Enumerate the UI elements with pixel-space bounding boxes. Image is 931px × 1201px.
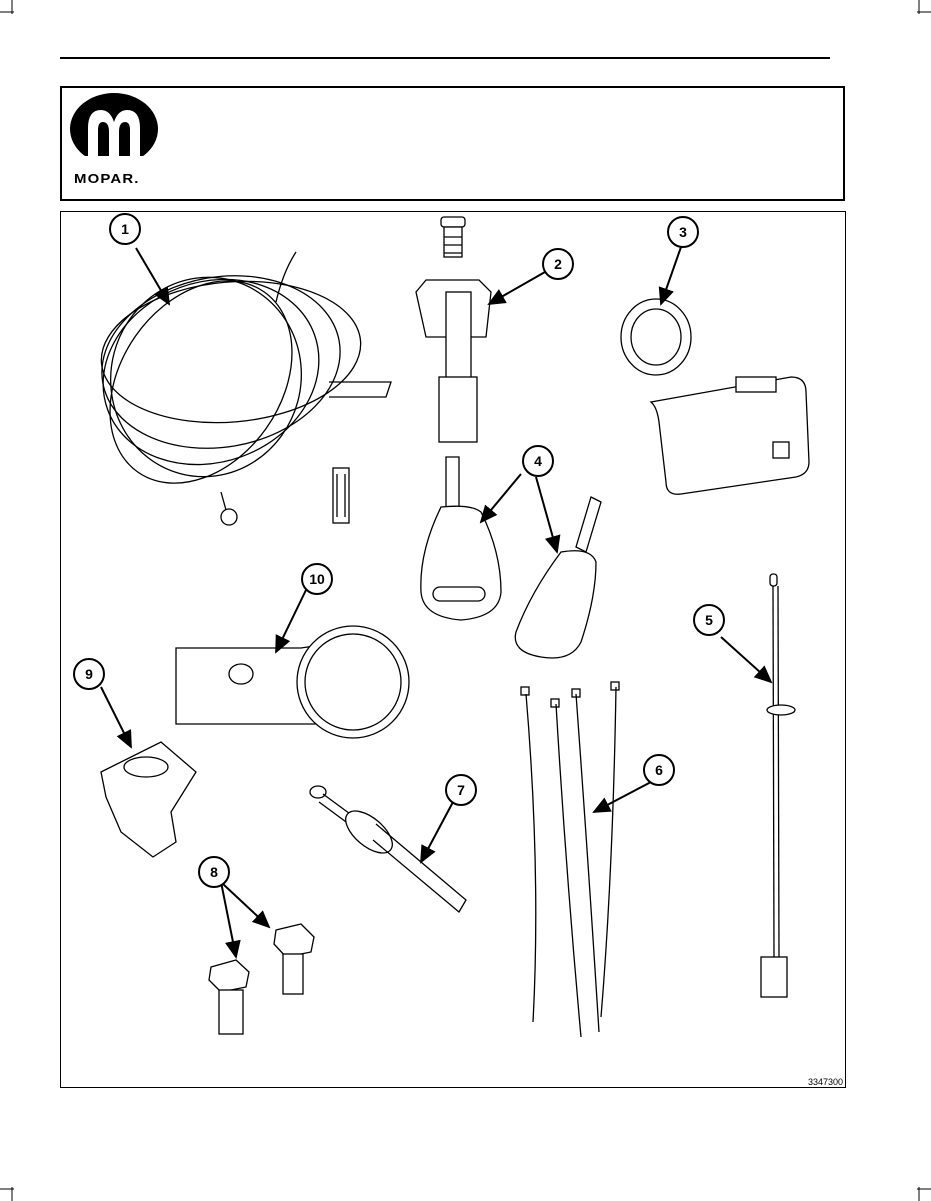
part-bolts [209,924,314,1034]
callout-4: 4 [523,446,553,476]
svg-text:8: 8 [210,864,218,880]
part-cable-ties [521,682,619,1037]
part-wiring-harness [72,246,391,525]
callout-7: 7 [446,775,476,805]
logo-wordmark: MOPAR. [74,171,140,186]
svg-text:4: 4 [534,453,542,469]
callout-2: 2 [543,249,573,279]
callout-10: 10 [302,564,332,594]
svg-text:3: 3 [679,224,687,240]
svg-text:2: 2 [554,256,562,272]
svg-text:10: 10 [309,571,325,587]
top-rule [60,57,830,59]
figure-id: 3347300 [808,1077,843,1087]
parts-figure: 1 2 3 4 5 6 7 8 9 10 3347300 [60,211,846,1088]
callout-1: 1 [110,214,140,244]
part-antenna [761,574,795,997]
parts-illustration: 1 2 3 4 5 6 7 8 9 10 [61,212,845,1087]
brand-header: MOPAR. [60,86,845,201]
callout-9: 9 [74,659,104,689]
svg-text:9: 9 [85,666,93,682]
svg-text:7: 7 [457,782,465,798]
callout-8: 8 [199,857,229,887]
part-module [621,299,809,494]
callout-3: 3 [668,217,698,247]
part-rivet [310,786,466,912]
callout-6: 6 [644,755,674,785]
part-connector [416,217,491,442]
part-bracket [176,626,409,738]
svg-text:6: 6 [655,762,663,778]
callout-5: 5 [694,605,724,635]
mopar-logo: MOPAR. [68,92,160,184]
svg-text:5: 5 [705,612,713,628]
part-clip-nut [101,742,196,857]
svg-text:1: 1 [121,221,129,237]
